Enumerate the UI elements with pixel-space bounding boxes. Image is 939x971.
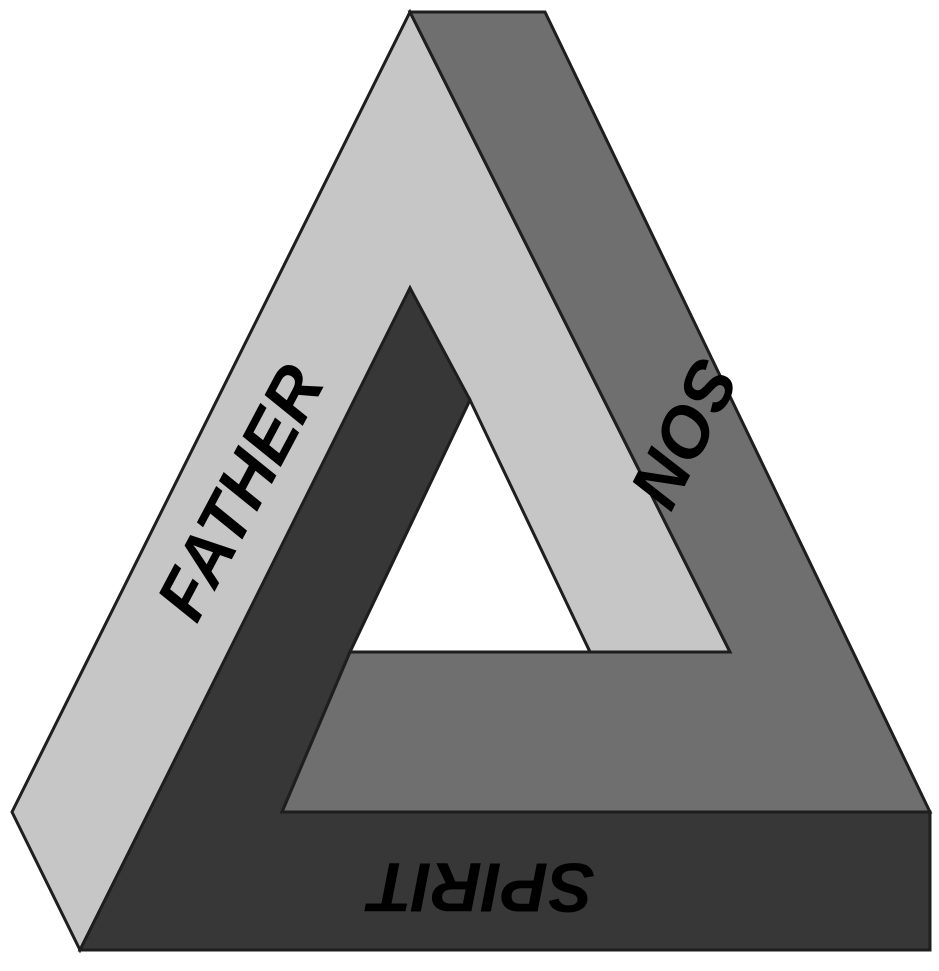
spirit-label: SPIRIT xyxy=(364,849,595,927)
